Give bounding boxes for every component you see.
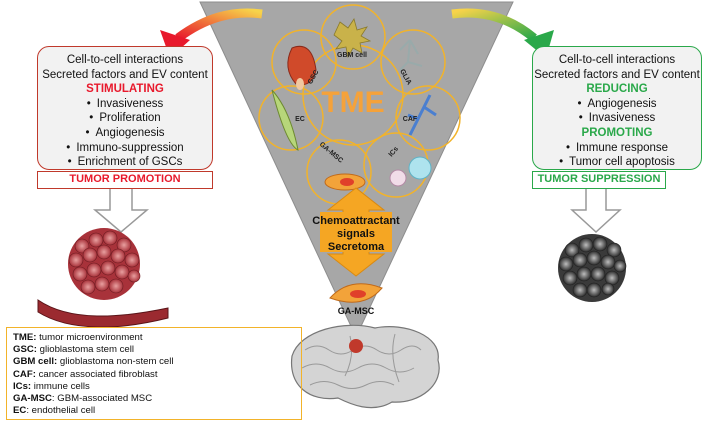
right-item-3: Immune response [533,141,701,156]
legend-abbr: GSC: [13,344,37,356]
gsc-circle [271,29,337,95]
left-item-5: Enrichment of GSCs [38,155,212,170]
cell-label-caf: CAF [403,116,418,123]
gbm-cell-circle [320,4,386,70]
legend-text: immune cells [31,380,90,392]
right-item-4: Tumor cell apoptosis [533,155,701,170]
tumor-suppression-banner: TUMOR SUPPRESSION [532,171,666,189]
left-item-2: Proliferation [38,111,212,126]
left-item-4: Immuno-suppression [38,141,212,156]
legend-row: GBM cell: glioblastoma non-stem cell [13,356,295,368]
legend-abbr: CAF: [13,368,36,380]
legend-abbr: GA-MSC [13,393,52,405]
ec-circle [258,85,324,151]
legend-row: EC: endothelial cell [13,405,295,417]
right-item-2: Invasiveness [533,111,701,126]
right-item-1: Angiogenesis [533,97,701,112]
cell-label-gbm: GBM cell [337,52,367,59]
gamsc-lower-label: GA-MSC [338,306,375,316]
cell-label-ec: EC [295,116,305,123]
brain-illustration [290,324,440,409]
legend-text: : GBM-associated MSC [51,393,153,405]
tme-label: TME [321,86,384,119]
caf-circle [395,85,461,151]
tumor-promotion-illustration [37,228,169,328]
right-line-1: Cell-to-cell interactions [558,54,676,66]
right-heading-promoting: PROMOTING [581,126,653,139]
left-item-1: Invasiveness [38,97,212,112]
left-heading-stimulating: STIMULATING [86,83,164,96]
suppression-down-arrow [570,187,622,234]
tumor-promotion-box: Cell-to-cell interactions Secreted facto… [37,46,213,170]
legend-text: tumor microenvironment [39,332,143,343]
legend-row: CAF: cancer associated fibroblast [13,369,295,381]
tumor-suppression-illustration [558,234,627,302]
tumor-promotion-banner: TUMOR PROMOTION [37,171,213,189]
legend-abbr: ICs: [13,380,32,392]
legend-abbr: EC [13,405,27,417]
signal-line-2: signals [337,228,375,240]
legend-abbr: TME: [13,332,37,343]
legend-abbr: GBM cell: [13,356,58,368]
signal-label-box [320,212,392,252]
tumor-suppression-box: Cell-to-cell interactions Secreted facto… [532,46,702,170]
glia-circle [380,29,446,95]
legend-row: ICs: immune cells [13,381,295,393]
legend-row: GSC: glioblastoma stem cell [13,344,295,356]
arrow-to-suppression [451,8,537,42]
legend-row: GA-MSC: GBM-associated MSC [13,393,295,405]
gamsc-cell-lower [329,283,383,303]
left-line-2: Secreted factors and EV content [42,68,208,81]
legend-text: glioblastoma non-stem cell [59,356,174,368]
signal-line-3: Secretoma [328,241,385,253]
arrow-to-promotion [175,8,263,42]
abbreviation-legend: TME: tumor microenvironment GSC: gliobla… [6,327,302,420]
legend-text: cancer associated fibroblast [38,368,158,380]
legend-text: glioblastoma stem cell [39,344,135,356]
left-item-3: Angiogenesis [38,126,212,141]
legend-text: : endothelial cell [26,405,96,417]
legend-row: TME: tumor microenvironment [13,332,295,344]
cell-glyphs [271,18,437,191]
right-heading-reducing: REDUCING [586,83,648,96]
right-line-2: Secreted factors and EV content [534,68,700,81]
promotion-down-arrow [92,187,150,233]
signal-line-1: Chemoattractant [312,215,400,227]
left-line-1: Cell-to-cell interactions [66,54,184,66]
